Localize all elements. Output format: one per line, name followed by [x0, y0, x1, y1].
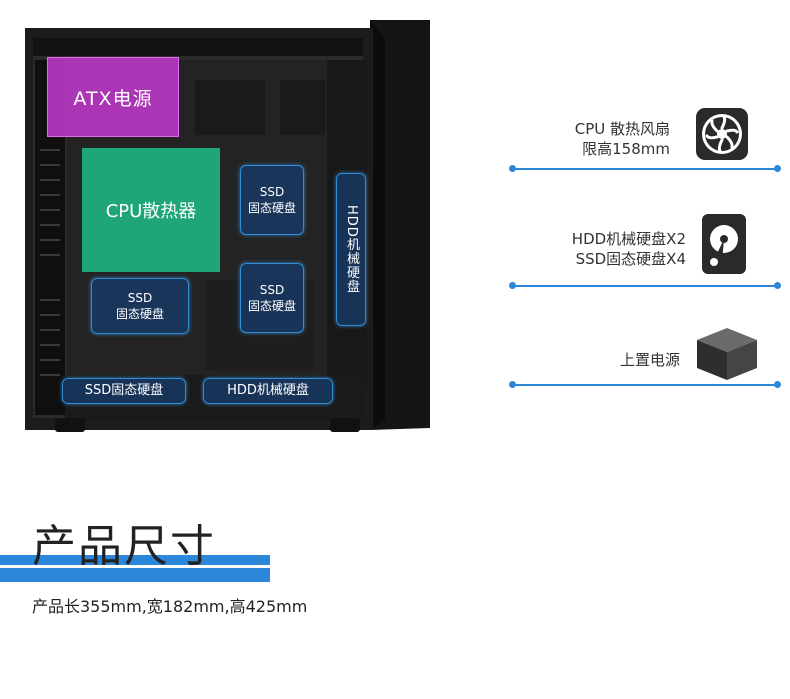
feature-psu-dot-left	[509, 381, 516, 388]
power-supply-icon	[693, 320, 761, 384]
case-illustration: ATX电源 CPU散热器 SSD 固态硬盘 SSD 固态硬盘 SSD 固态硬盘 …	[25, 20, 435, 440]
dimensions-title-bar	[0, 555, 270, 582]
feature-drives-dot-left	[509, 282, 516, 289]
hdd-cage-vertical: HDD机械硬盘	[336, 173, 366, 326]
ssd-slot-bottom: SSD固态硬盘	[62, 378, 186, 404]
ssd-slot-middle-line1: SSD	[259, 283, 285, 297]
hdd-slot-bottom: HDD机械硬盘	[203, 378, 333, 404]
ssd-slot-bottom-label: SSD固态硬盘	[84, 383, 164, 398]
feature-drives-line2: SSD固态硬盘X4	[575, 250, 686, 268]
feature-cpu-line2: 限高158mm	[582, 140, 670, 158]
feature-cpu-dot-right	[774, 165, 781, 172]
atx-psu-zone: ATX电源	[47, 57, 179, 137]
feature-psu-dot-right	[774, 381, 781, 388]
feature-drives-line1: HDD机械硬盘X2	[571, 230, 686, 248]
ssd-slot-top-line2: 固态硬盘	[247, 201, 296, 215]
ssd-slot-middle-line2: 固态硬盘	[247, 299, 296, 313]
ssd-slot-left-line2: 固态硬盘	[115, 307, 164, 321]
fan-icon	[694, 106, 750, 162]
feature-psu-divider	[512, 384, 777, 386]
cpu-cooler-label: CPU散热器	[105, 201, 197, 222]
ssd-slot-top: SSD 固态硬盘	[240, 165, 304, 235]
feature-cpu-text: CPU 散热风扇 限高158mm	[520, 119, 670, 159]
dimensions-title: 产品尺寸	[32, 521, 216, 572]
feature-cpu-dot-left	[509, 165, 516, 172]
feature-drives-text: HDD机械硬盘X2 SSD固态硬盘X4	[520, 229, 686, 269]
ssd-slot-left: SSD 固态硬盘	[91, 278, 189, 334]
hdd-slot-bottom-label: HDD机械硬盘	[227, 383, 309, 398]
feature-cpu-divider	[512, 168, 777, 170]
feature-psu-text: 上置电源	[560, 350, 680, 370]
feature-cpu-line1: CPU 散热风扇	[574, 120, 670, 138]
ssd-slot-top-line1: SSD	[259, 185, 285, 199]
feature-drives-dot-right	[774, 282, 781, 289]
ssd-slot-middle: SSD 固态硬盘	[240, 263, 304, 333]
feature-drives-divider	[512, 285, 777, 287]
atx-psu-label: ATX电源	[73, 87, 153, 110]
dimensions-text: 产品长355mm,宽182mm,高425mm	[32, 597, 308, 616]
hard-drive-icon	[700, 212, 748, 276]
hdd-cage-vertical-label: HDD机械硬盘	[344, 205, 359, 294]
feature-psu-line1: 上置电源	[619, 351, 680, 369]
ssd-slot-left-line1: SSD	[127, 291, 153, 305]
cpu-cooler-zone: CPU散热器	[82, 148, 220, 272]
